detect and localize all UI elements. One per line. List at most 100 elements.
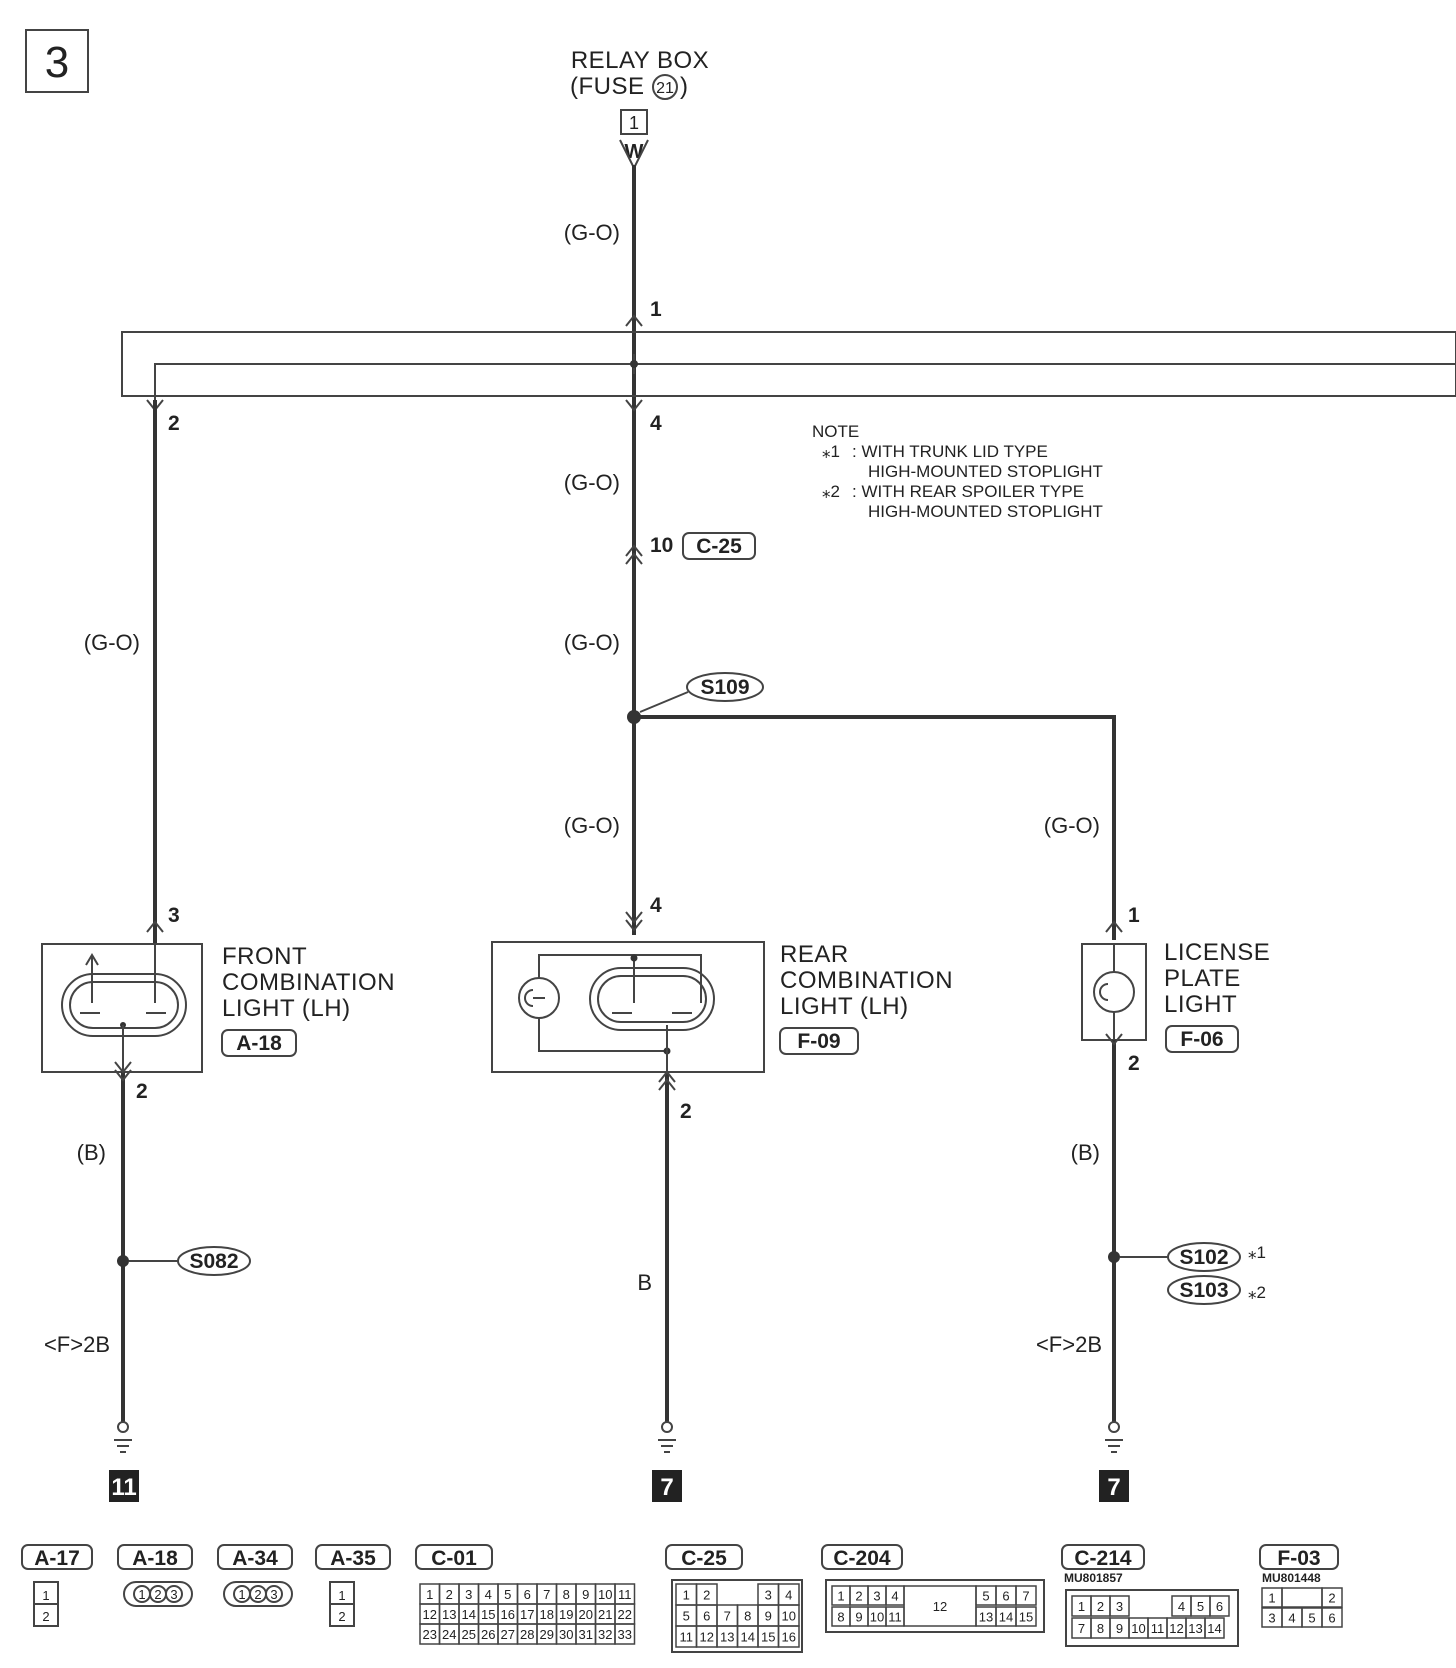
- ground-symbol: [114, 1439, 132, 1453]
- pin-number: 9: [855, 1610, 862, 1625]
- license-light-label-1: LICENSE: [1164, 939, 1270, 966]
- ground-terminal: [117, 1421, 129, 1433]
- wire-color-license: (G-O): [1044, 813, 1100, 838]
- rear-light-label-2: COMBINATION: [780, 967, 953, 994]
- splice-tag-s103: [1167, 1275, 1241, 1305]
- pin-number: 11: [680, 1630, 694, 1645]
- ground-terminal: [661, 1421, 673, 1433]
- ground-symbol: [1105, 1439, 1123, 1453]
- connector-tag-a18: [221, 1029, 297, 1057]
- pin-number: 14: [462, 1607, 476, 1622]
- page-number: 3: [45, 38, 69, 87]
- pin-number: 4: [485, 1587, 492, 1602]
- pin-cell: [1109, 1595, 1130, 1617]
- cell: 2: [254, 1587, 261, 1602]
- legend-a34: A-34: [232, 1547, 278, 1570]
- note-title: NOTE: [812, 422, 859, 441]
- rear-node-top: [630, 954, 638, 962]
- pin-number: 14: [999, 1610, 1013, 1625]
- pin-number: 1: [1078, 1599, 1085, 1614]
- pin-number: 13: [720, 1630, 734, 1645]
- pin-number: 6: [1002, 1589, 1009, 1604]
- pin-number: 1: [683, 1588, 690, 1603]
- pin-number: 3: [1116, 1599, 1123, 1614]
- pin-front-bot-2: 2: [136, 1080, 148, 1103]
- cell: 1: [42, 1588, 49, 1603]
- connector-body: [1065, 1589, 1239, 1647]
- ground-license: 7: [1107, 1474, 1120, 1501]
- pin-number: 5: [504, 1587, 511, 1602]
- splice-s103-mark: ⁎2: [1248, 1283, 1266, 1302]
- pin-number: 1: [1268, 1591, 1275, 1606]
- wire-color-main-1: (G-O): [564, 220, 620, 245]
- license-filament: [1099, 983, 1109, 1001]
- pin-number: 4: [1288, 1611, 1295, 1626]
- pin-number: 22: [618, 1607, 632, 1622]
- splice-s102-mark: ⁎1: [1248, 1243, 1266, 1262]
- wiring-harness-bus: [121, 331, 1456, 397]
- pin-c25: 10: [650, 534, 673, 557]
- pin-number: 30: [559, 1627, 573, 1642]
- pin-arrow: [625, 399, 643, 412]
- pin-number: 28: [520, 1627, 534, 1642]
- pin-number: 16: [782, 1630, 796, 1645]
- pin-number: 12: [933, 1599, 947, 1614]
- rear-bulb-inner: [597, 975, 707, 1023]
- pin-number: 24: [442, 1627, 456, 1642]
- pin-arrow: [146, 920, 164, 933]
- ground-box-license: [1099, 1470, 1129, 1502]
- pin-number: 21: [598, 1607, 612, 1622]
- pin-number: 18: [540, 1607, 554, 1622]
- pin-number: 4: [1178, 1599, 1185, 1614]
- pin-lic-top-1: 1: [1128, 904, 1140, 927]
- pin-front-top-3: 3: [168, 904, 180, 927]
- connector-c25: C-25: [696, 535, 742, 558]
- pin-number: 9: [765, 1609, 772, 1624]
- pin-number: 2: [1328, 1591, 1335, 1606]
- cell: 2: [42, 1609, 49, 1624]
- pin-number: 19: [559, 1607, 573, 1622]
- relay-pin-box: [620, 109, 648, 135]
- cell: 2: [338, 1609, 345, 1624]
- pin-number: 32: [598, 1627, 612, 1642]
- pin-number: 2: [855, 1589, 862, 1604]
- pin-number: 20: [579, 1607, 593, 1622]
- legend-tag-c25: [665, 1544, 743, 1570]
- legend-tag-a17: [21, 1544, 93, 1570]
- wire-color-front-ground: (B): [77, 1140, 106, 1165]
- pin-number: 13: [1188, 1621, 1202, 1636]
- pin-cell: [1321, 1607, 1343, 1628]
- pin-number: 9: [582, 1587, 589, 1602]
- pin-number: 31: [579, 1627, 593, 1642]
- pin-cell: [1015, 1585, 1037, 1606]
- ground-ref-front: <F>2B: [44, 1332, 110, 1357]
- pin-number: 6: [703, 1609, 710, 1624]
- pin-number: 7: [1078, 1621, 1085, 1636]
- pin-number: 6: [524, 1587, 531, 1602]
- legend-c214: C-214: [1074, 1547, 1132, 1570]
- pin-number: 8: [563, 1587, 570, 1602]
- legend-c214-part: MU801857: [1064, 1571, 1123, 1585]
- pin-main-bus-4: 4: [650, 412, 662, 435]
- pin-number: 11: [618, 1587, 632, 1602]
- legend-tag-c214: [1061, 1544, 1145, 1570]
- rear-light-label-1: REAR: [780, 941, 849, 968]
- pin-number: 12: [1169, 1621, 1183, 1636]
- legend-a18-body: [123, 1581, 193, 1607]
- pin-cell: [1015, 1606, 1037, 1627]
- harness-junction: [630, 360, 638, 368]
- pin-number: 9: [1116, 1621, 1123, 1636]
- cell: 1: [138, 1587, 145, 1602]
- splice-s102: S102: [1179, 1246, 1228, 1269]
- pin-number: 14: [741, 1630, 755, 1645]
- front-filament-a: [85, 953, 99, 1003]
- connector-tag-f06: [1165, 1025, 1239, 1053]
- pin-main-top-1: 1: [650, 298, 662, 321]
- front-bulb-inner: [69, 981, 179, 1029]
- legend-a35: A-35: [330, 1547, 376, 1570]
- pin-front-bus-2: 2: [168, 412, 180, 435]
- pin-number: 13: [442, 1607, 456, 1622]
- legend-a18: A-18: [132, 1547, 178, 1570]
